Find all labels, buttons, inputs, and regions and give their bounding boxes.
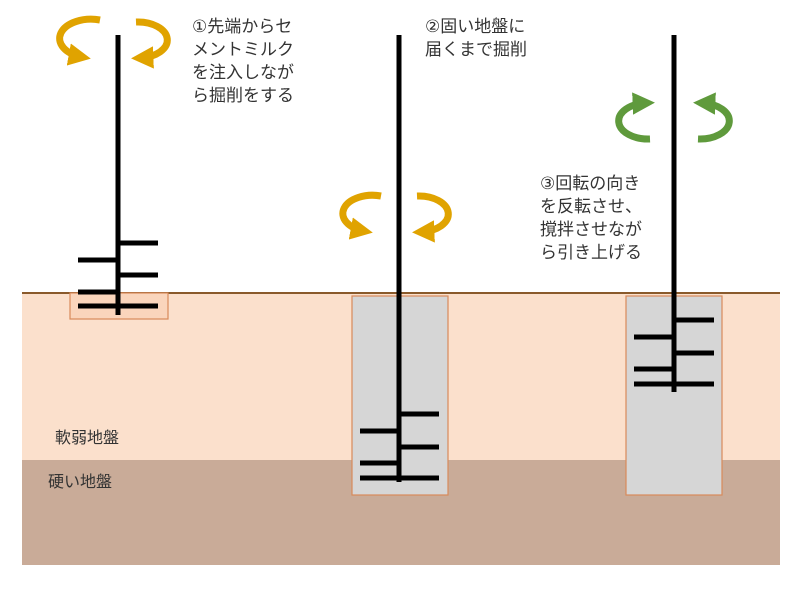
step-3-label: ③回転の向き を反転させ、 撹拌させなが ら引き上げる <box>540 173 642 265</box>
step-3-line-3: 撹拌させなが <box>540 220 642 240</box>
rotation-arrow-icon-step-1 <box>56 15 171 69</box>
step-1-line-3: を注入しなが <box>192 63 294 83</box>
drill-rod-step-2 <box>360 35 439 482</box>
rotation-arrow-icon-step-3 <box>615 92 733 143</box>
soft-ground-label: 軟弱地盤 <box>55 428 120 447</box>
step-3-line-1: ③回転の向き <box>540 174 641 194</box>
step-3-line-4: ら引き上げる <box>540 243 642 263</box>
step-3-line-2: を反転させ、 <box>540 197 642 217</box>
drill-rod-step-1 <box>78 35 158 315</box>
step-1-line-2: メントミルク <box>192 40 294 60</box>
drill-rod-step-3 <box>634 35 714 392</box>
hard-ground-label: 硬い地盤 <box>48 472 113 491</box>
rotation-arrow-icon-step-2 <box>339 191 452 243</box>
step-1-label: ①先端からセ メントミルク を注入しなが ら掘削をする <box>192 16 294 108</box>
step-2-line-2: 届くまで掘削 <box>425 40 527 60</box>
step-1-line-1: ①先端からセ <box>192 17 293 37</box>
step-2-label: ②固い地盤に 届くまで掘削 <box>425 16 527 62</box>
step-1-line-4: ら掘削をする <box>192 86 294 106</box>
step-2-line-1: ②固い地盤に <box>425 17 526 37</box>
